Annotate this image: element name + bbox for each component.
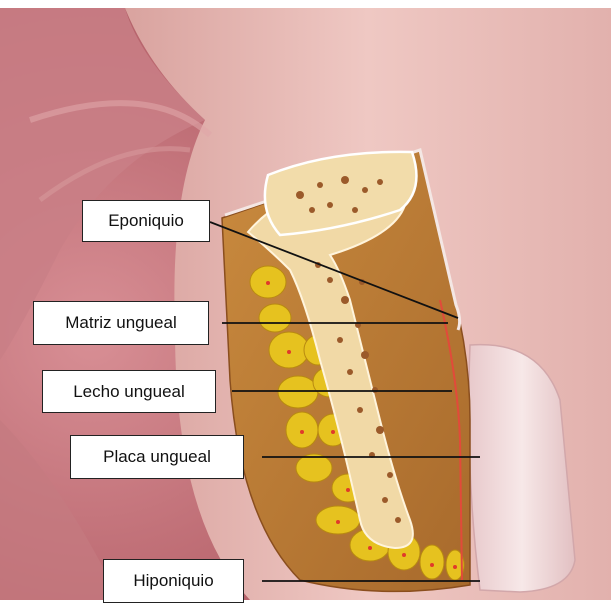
label-eponiquio: Eponiquio <box>82 200 210 242</box>
label-lecho-ungueal: Lecho ungueal <box>42 370 216 413</box>
label-matriz-ungueal: Matriz ungueal <box>33 301 209 345</box>
label-hiponiquio: Hiponiquio <box>103 559 244 603</box>
label-placa-ungueal: Placa ungueal <box>70 435 244 479</box>
